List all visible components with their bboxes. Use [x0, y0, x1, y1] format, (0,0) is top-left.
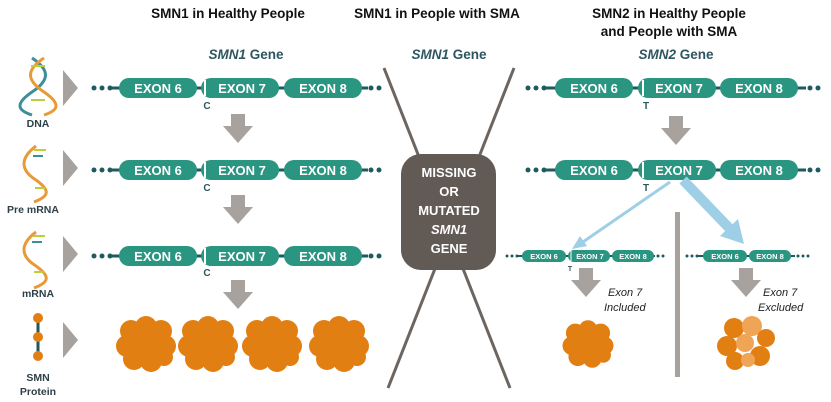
arrowhead-icon: [720, 219, 744, 244]
nucleotide-c: C: [203, 101, 210, 112]
smn-protein-icon: [116, 316, 176, 372]
exon7-included-label-1: Exon 7: [608, 287, 643, 299]
exon8-box: [284, 160, 362, 180]
exon8-label: EXON 8: [756, 252, 784, 261]
exon8-label: EXON 8: [735, 81, 783, 96]
unstable-smn-protein-icon: [717, 316, 775, 370]
gene-label-smn1-left: SMN1 Gene: [208, 47, 284, 62]
exon8-label: EXON 8: [299, 81, 347, 96]
exon6-box: [119, 78, 197, 98]
pre-mrna-pointer-icon: [63, 150, 78, 186]
nucleotide-c: C: [203, 268, 210, 279]
exon7-label: EXON 7: [655, 81, 703, 96]
exon7-excluded-label-2: Excluded: [758, 302, 804, 314]
exon6-label: EXON 6: [570, 81, 618, 96]
nucleotide-t: T: [568, 266, 573, 273]
down-arrow-icon: [223, 280, 253, 309]
header-smn1-healthy: SMN1 in Healthy People: [151, 6, 305, 21]
exon8-label: EXON 8: [299, 249, 347, 264]
gene-label-smn2: SMN2 Gene: [638, 47, 714, 62]
exon7-included-label-2: Included: [604, 302, 646, 314]
exon7-excluded-label-1: Exon 7: [763, 287, 798, 299]
exon6-box: [119, 246, 197, 266]
or-label: OR: [439, 184, 459, 199]
splice-arrow-excluded: [679, 176, 736, 235]
nucleotide-c: C: [203, 183, 210, 194]
dna-icon: [18, 56, 58, 117]
exon7-label: EXON 7: [576, 252, 604, 261]
gene-label-smn1-mid: SMN1 Gene: [411, 47, 487, 62]
gene-row-pre-mrna-right: EXON 6 EXON 7 EXON 8 T: [525, 160, 821, 194]
missing-label: MISSING: [422, 165, 477, 180]
exon6-label: EXON 6: [711, 252, 739, 261]
exon7-label: EXON 7: [218, 81, 266, 96]
smn1-label: SMN1: [431, 222, 467, 237]
exon7-label: EXON 7: [218, 163, 266, 178]
exon6-label: EXON 6: [570, 163, 618, 178]
nucleotide-t: T: [643, 183, 649, 194]
exon8-label: EXON 8: [619, 252, 647, 261]
row-label-dna: DNA: [27, 118, 50, 130]
exon7-label: EXON 7: [655, 163, 703, 178]
mrna-icon: [22, 230, 48, 290]
row-label-pre-mrna: Pre mRNA: [7, 204, 59, 216]
mrna-pointer-icon: [63, 236, 78, 272]
splice-arrow-included: [579, 180, 671, 246]
gene-row-dna-right: EXON 6 EXON 7 EXON 8 T: [525, 78, 821, 112]
exon6-label: EXON 6: [134, 163, 182, 178]
down-arrow-icon: [661, 116, 691, 145]
exon6-box: [555, 160, 633, 180]
exon6-box: [119, 160, 197, 180]
header-smn2-line1: SMN2 in Healthy People: [592, 6, 746, 21]
mutated-label: MUTATED: [418, 203, 480, 218]
exon8-box: [284, 78, 362, 98]
exon7-box: [638, 78, 716, 98]
gene-row-mrna-left: EXON 6 EXON 7 EXON 8 C: [91, 246, 382, 279]
smn-protein-icon: [309, 316, 369, 372]
exon8-label: EXON 8: [735, 163, 783, 178]
exon6-label: EXON 6: [134, 81, 182, 96]
row-label-smn: SMN: [26, 372, 49, 384]
header-smn1-sma: SMN1 in People with SMA: [354, 6, 520, 21]
nucleotide-t: T: [643, 101, 649, 112]
pre-mrna-icon: [22, 144, 48, 204]
exon7-label: EXON 7: [218, 249, 266, 264]
gene-row-dna-left: EXON 6 EXON 7 EXON 8 C: [91, 78, 382, 112]
protein-pointer-icon: [63, 322, 78, 358]
missing-gene-box: [401, 154, 496, 270]
mrna-exon7-excluded: EXON 6 EXON 8: [685, 250, 810, 262]
mrna-exon7-included: EXON 6 EXON 7 EXON 8 T: [505, 250, 665, 273]
gene-row-pre-mrna-left: EXON 6 EXON 7 EXON 8 C: [91, 160, 382, 194]
down-arrow-icon: [223, 114, 253, 143]
row-label-mrna: mRNA: [22, 288, 55, 300]
row-label-protein: Protein: [20, 386, 56, 398]
down-arrow-icon: [571, 268, 601, 297]
exon7-box: [201, 160, 279, 180]
smn-protein-icon: [178, 316, 238, 372]
exon7-box: [201, 246, 279, 266]
exon8-box: [720, 78, 798, 98]
down-arrow-icon: [731, 268, 761, 297]
exon6-label: EXON 6: [530, 252, 558, 261]
gene-label: GENE: [431, 241, 468, 256]
exon7-box: [201, 78, 279, 98]
dna-pointer-icon: [63, 70, 78, 106]
down-arrow-icon: [223, 195, 253, 224]
arrowhead-icon: [572, 236, 587, 249]
exon8-box: [720, 160, 798, 180]
divider: [675, 212, 680, 377]
exon7-box: [638, 160, 716, 180]
exon8-label: EXON 8: [299, 163, 347, 178]
exon6-box: [555, 78, 633, 98]
smn-protein-icon: [242, 316, 302, 372]
protein-chain-icon: [33, 313, 43, 361]
exon6-label: EXON 6: [134, 249, 182, 264]
header-smn2-line2: and People with SMA: [601, 24, 738, 39]
exon8-box: [284, 246, 362, 266]
smn-protein-icon: [562, 320, 614, 368]
